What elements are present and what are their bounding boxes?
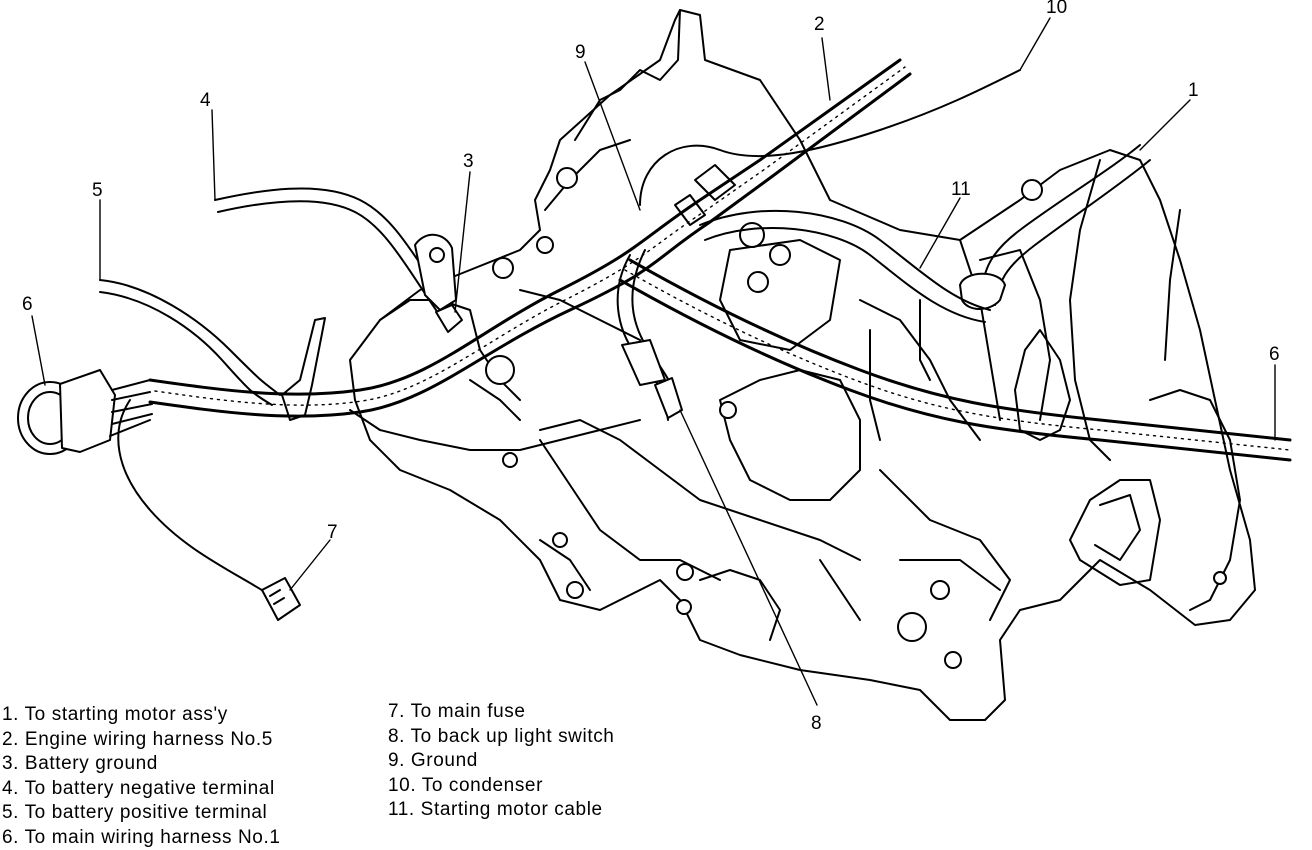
callout-numbers: 1 2 3 4 5 6 6 7 8 9 10 11 [22, 0, 1280, 734]
wire-starting-motor [959, 144, 1151, 310]
legend-item: 2. Engine wiring harness No.5 [2, 728, 273, 750]
legend-item: 6. To main wiring harness No.1 [2, 826, 281, 848]
legend-item: 4. To battery negative terminal [2, 777, 275, 799]
legend-item: 5. To battery positive terminal [2, 802, 268, 824]
callout-2: 2 [814, 14, 825, 35]
callout-1: 1 [1188, 80, 1199, 101]
callout-9: 9 [575, 42, 586, 63]
leader-lines [31, 17, 1276, 706]
callout-6-right: 6 [1269, 344, 1280, 365]
callout-5: 5 [92, 180, 103, 201]
legend-item: 3. Battery ground [2, 753, 158, 775]
callout-6-left: 6 [22, 294, 33, 315]
transmission-housing [349, 9, 1256, 721]
main-connector [17, 369, 153, 455]
wire-condenser [639, 69, 1021, 206]
legend-item: 1. To starting motor ass'y [2, 704, 228, 725]
legend-item: 10. To condenser [388, 774, 544, 796]
legend-item: 7. To main fuse [388, 701, 526, 722]
starting-motor-cable [699, 209, 991, 323]
wire-back-up-light [616, 249, 683, 421]
legend-left: 1. To starting motor ass'y 2. Engine wir… [2, 703, 281, 850]
legend-right: 7. To main fuse 8. To back up light swit… [388, 700, 614, 823]
callout-3: 3 [463, 151, 474, 172]
callout-7: 7 [327, 522, 338, 543]
legend-item: 8. To back up light switch [388, 725, 615, 747]
legend-item: 9. Ground [388, 750, 478, 772]
main-harness [148, 58, 1292, 462]
callout-10: 10 [1046, 0, 1067, 18]
callout-4: 4 [200, 90, 211, 111]
legend-item: 11. Starting motor cable [388, 799, 603, 821]
callout-8: 8 [811, 713, 822, 734]
wire-main-fuse [117, 399, 301, 621]
callout-11: 11 [951, 179, 971, 200]
wire-battery-positive [99, 279, 281, 406]
